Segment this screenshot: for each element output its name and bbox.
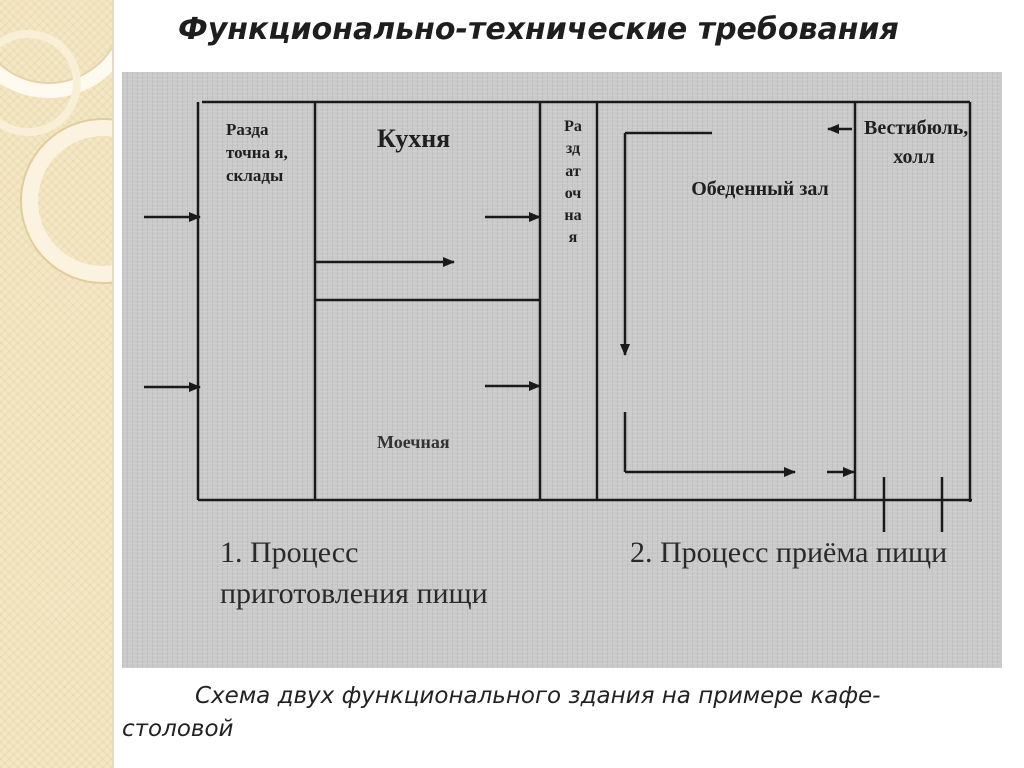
zone-kitchen-label: Кухня <box>377 124 451 153</box>
strip-divider <box>112 0 114 768</box>
process-prep-label: 1. Процесс приготовления пищи <box>220 536 488 610</box>
diagram-photo: Разда точна я, склады Кухня Моечная Разд… <box>122 72 1002 668</box>
zone-dishwashing-label: Моечная <box>377 432 450 452</box>
slide-caption: Схема двух функционального здания на при… <box>122 683 881 742</box>
decorative-ring <box>22 120 112 282</box>
decorative-ring <box>0 30 81 136</box>
zone-vestibule-label: Вестибюль, холл <box>864 117 969 168</box>
diagram-lines <box>144 100 972 532</box>
zone-storage-label: Разда точна я, склады <box>226 120 288 185</box>
decorative-strip <box>0 0 112 768</box>
zone-dining-label: Обеденный зал <box>691 178 829 200</box>
zone-serving-label: Раздаточная <box>564 118 582 247</box>
process-intake-label: 2. Процесс приёма пищи <box>630 536 948 569</box>
slide-title: Функционально-технические требования <box>178 12 899 47</box>
